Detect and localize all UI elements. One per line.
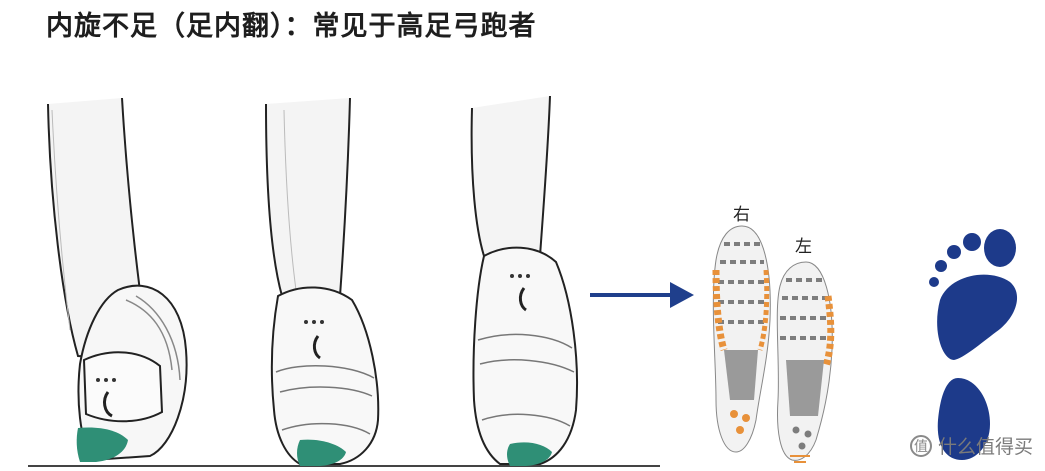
sole-label-left: 左 [795,237,812,257]
heel-contact-3 [507,442,552,466]
zhi-icon: 值 [909,434,932,457]
page-title: 内旋不足（足内翻）：常见于高足弓跑者 [46,11,537,42]
footprint-high-arch [929,229,1018,460]
sole-print-right [712,225,771,453]
foot-illustration-2 [265,97,380,466]
sole-print-left [776,261,835,463]
watermark-text: 什么值得买 [937,436,1033,458]
heel-contact-2 [297,439,346,466]
foot-illustration-1 [47,97,188,462]
watermark: 值 什么值得买 [909,432,1033,459]
foot-illustration-3 [470,95,579,466]
sole-label-right: 右 [733,205,750,225]
heel-contact-1 [76,427,128,462]
arrow-right-icon [590,282,694,308]
